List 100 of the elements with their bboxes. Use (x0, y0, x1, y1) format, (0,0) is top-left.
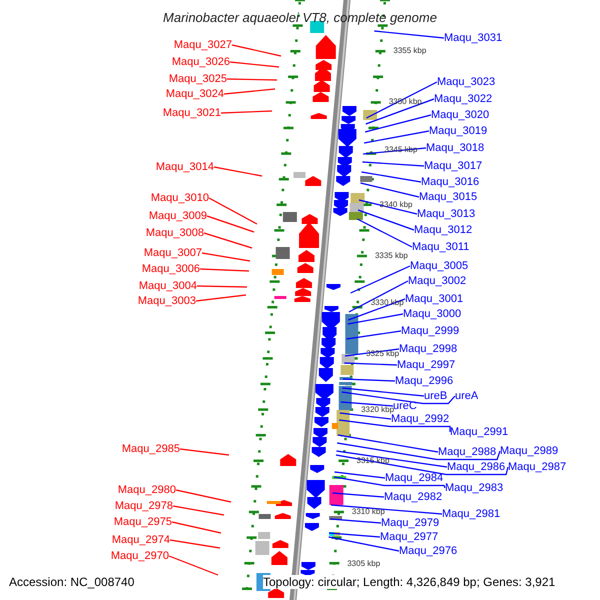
gene-label: Maqu_3019 (429, 124, 488, 138)
leader-line (170, 539, 220, 549)
leader-line (328, 536, 400, 552)
gene-label: Maqu_2981 (442, 508, 500, 520)
leader-line (204, 232, 252, 249)
leader-line (336, 454, 509, 476)
scale-label: 3335 kbp (374, 251, 408, 261)
leader-line (196, 294, 246, 302)
leader-line (366, 81, 438, 119)
gene-label: Maqu_2988 (438, 446, 496, 458)
leader-line (342, 387, 424, 397)
gene-label: Maqu_2970 (110, 550, 169, 562)
leader-line (232, 44, 282, 57)
gene-label: Maqu_3000 (403, 308, 462, 320)
scale-label: 3340 kbp (380, 200, 412, 210)
leader-line (206, 215, 254, 233)
leader-line (230, 61, 280, 68)
gene-label: Maqu_2986 (447, 460, 506, 474)
gene-label: Maqu_3024 (166, 88, 224, 100)
gene-label: Maqu_3001 (405, 292, 464, 306)
gene-label: Maqu_3026 (172, 56, 230, 68)
leader-line (339, 419, 451, 432)
leader-line (364, 114, 432, 133)
leader-line (340, 412, 392, 420)
leader-line (361, 171, 422, 183)
leader-line (346, 330, 402, 340)
gene-label: Maqu_3005 (410, 260, 468, 272)
leader-line (328, 532, 380, 538)
gene-label: Maqu_3011 (412, 240, 470, 254)
gene-label: Maqu_2983 (445, 482, 504, 494)
gene-label: Maqu_2984 (385, 472, 444, 484)
leader-line (168, 555, 218, 576)
gene-label: Maqu_2979 (381, 516, 440, 530)
leader-line (360, 182, 420, 198)
genome-summary-label: Topology: circular; Length: 4,326,849 bp; Genes: 3,921 (263, 575, 556, 589)
gene-label: Maqu_3008 (146, 226, 204, 240)
gene-label: Maqu_3022 (434, 92, 492, 106)
scale-label: 3310 kbp (352, 507, 385, 517)
leader-line (374, 30, 444, 39)
leader-line (342, 378, 396, 382)
gene-label: ureB (424, 390, 448, 402)
gene-label: Maqu_3027 (174, 38, 232, 52)
scale-label: 3320 kbp (361, 405, 394, 414)
leader-line (348, 298, 406, 321)
gene-label: Maqu_2999 (401, 324, 460, 338)
leader-line (200, 268, 250, 272)
leader-line (220, 110, 272, 114)
gene-label: Maqu_3006 (142, 262, 200, 276)
leader-line (180, 448, 230, 456)
gene-label: Maqu_2991 (450, 426, 508, 438)
gene-label: Maqu_2997 (397, 358, 456, 372)
gene-label: Maqu_3007 (144, 246, 202, 260)
leader-line (176, 489, 232, 503)
gene-label: Maqu_3023 (437, 76, 496, 88)
leader-line (357, 218, 412, 248)
diagram-title: Marinobacter aquaeolei VT8, complete genome (162, 10, 438, 26)
leader-line (348, 280, 408, 313)
leader-line (362, 161, 424, 167)
gene-label: Maqu_3017 (424, 160, 482, 172)
leader-line (348, 313, 404, 325)
leader-line (224, 88, 276, 95)
leader-line (334, 471, 386, 479)
leader-line (366, 98, 434, 125)
gene-label: Maqu_3021 (162, 106, 221, 120)
leader-line (334, 476, 446, 488)
leader-line (338, 434, 438, 453)
leader-line (344, 362, 398, 366)
gene-label: Maqu_3025 (168, 72, 227, 86)
leader-line (337, 442, 501, 460)
leader-line (364, 130, 430, 144)
gene-label: Maqu_2996 (395, 374, 454, 388)
gene-label: Maqu_3004 (138, 280, 197, 292)
leader-line (226, 78, 278, 81)
gene-label: Maqu_2980 (118, 484, 176, 496)
scale-label: 3355 kbp (393, 46, 426, 56)
gene-label: Maqu_2977 (380, 530, 438, 544)
leader-line (202, 252, 250, 262)
gene-label: Maqu_2992 (391, 412, 450, 426)
leader-line (340, 401, 394, 407)
leader-line (172, 521, 222, 534)
leader-line (214, 166, 262, 177)
scale-label: 3305 kbp (347, 559, 380, 569)
gene-label: Maqu_3031 (444, 32, 502, 44)
gene-label: Maqu_3002 (408, 274, 466, 288)
leader-line (330, 504, 442, 515)
gene-label: Maqu_2978 (114, 500, 173, 512)
leader-line (332, 492, 384, 498)
gene-label: Maqu_3020 (431, 108, 490, 122)
gene-label: Maqu_3015 (419, 190, 478, 204)
gene-label: Maqu_3003 (138, 294, 196, 308)
leader-line (336, 450, 448, 468)
gene-label: Maqu_2976 (399, 544, 458, 558)
gene-label: Maqu_3016 (421, 176, 480, 188)
gene-label: Maqu_2987 (508, 460, 566, 474)
gene-label: ureA (455, 390, 478, 402)
gene-label: Maqu_2982 (384, 490, 442, 504)
leader-line (358, 209, 414, 231)
leader-line (330, 518, 382, 524)
accession-label: Accession: NC_008740 (9, 575, 134, 589)
gene-label: Maqu_3010 (150, 192, 209, 204)
